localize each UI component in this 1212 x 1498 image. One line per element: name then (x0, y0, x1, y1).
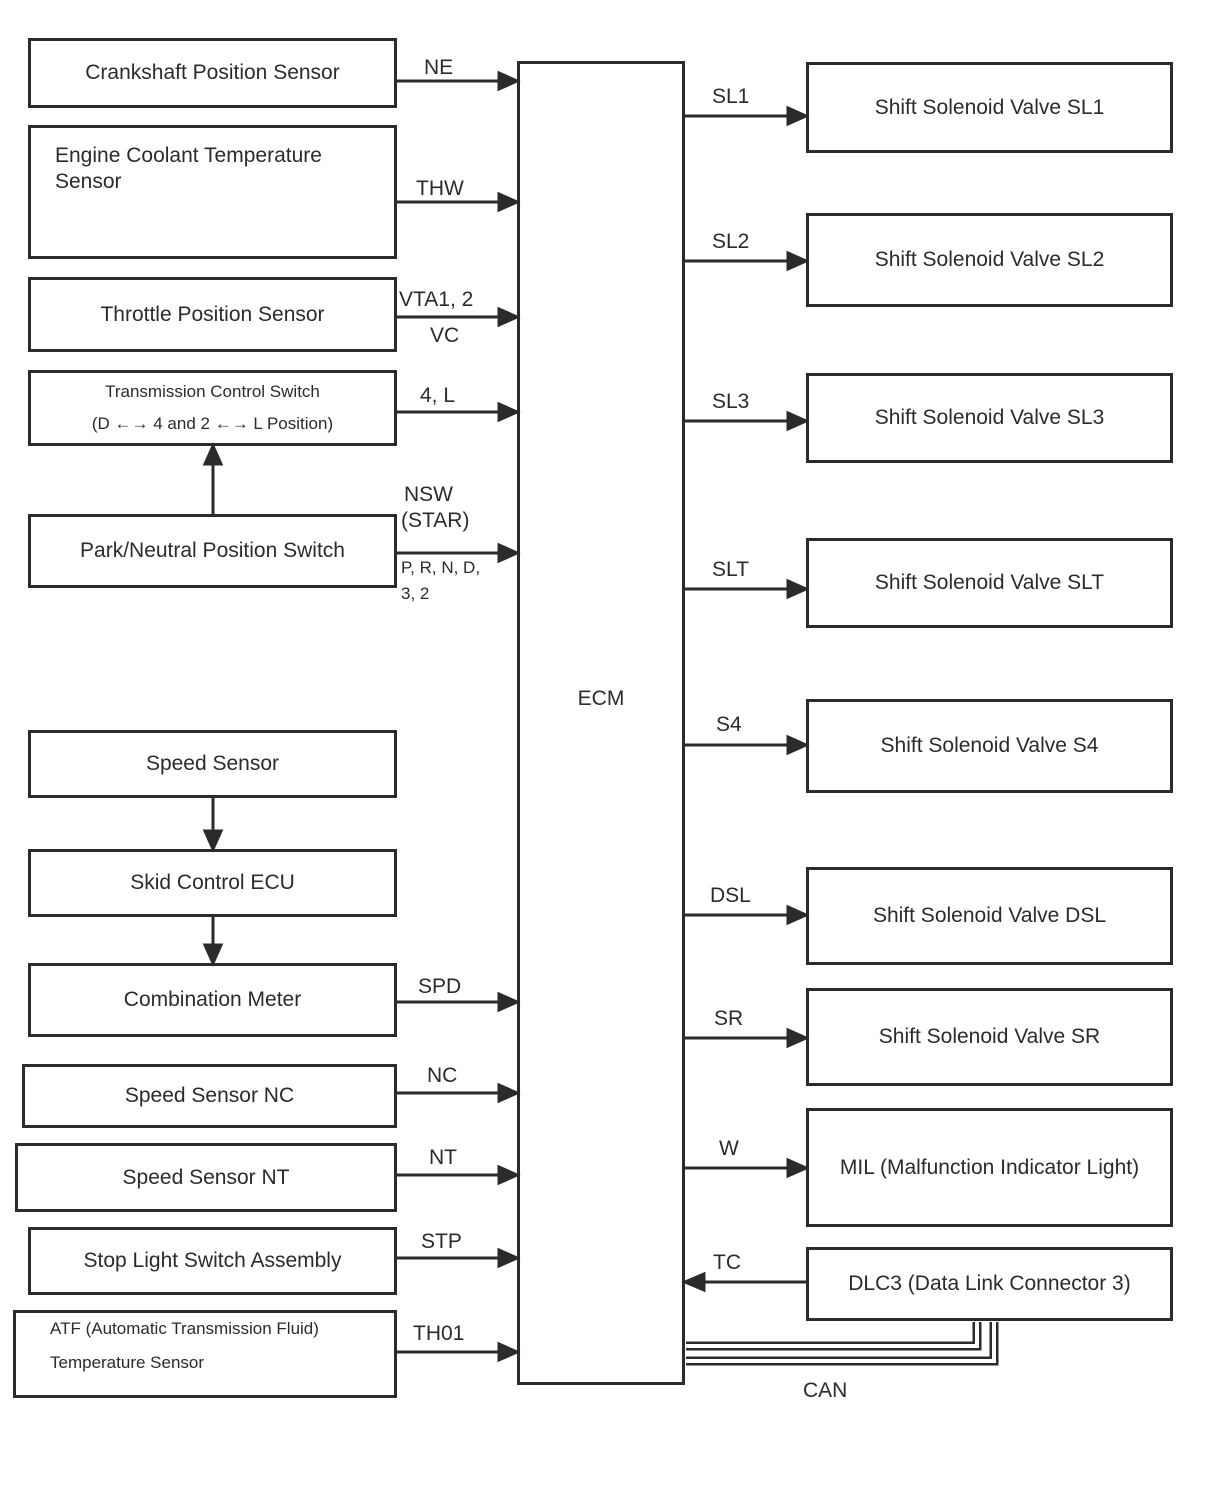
wire-s4 (685, 734, 810, 756)
pin-label-sl3: SL3 (712, 390, 750, 413)
pin-label-ne: NE (424, 56, 454, 79)
wire-sr (685, 1027, 810, 1049)
node-label: Shift Solenoid Valve S4 (880, 734, 1099, 757)
pin-label-slt: SLT (712, 558, 749, 581)
wire-dsl (685, 904, 810, 926)
node-shift-solenoid-valve-sl3: Shift Solenoid Valve SL3 (806, 373, 1173, 463)
node-shift-solenoid-valve-sr: Shift Solenoid Valve SR (806, 988, 1173, 1086)
node-label: Skid Control ECU (130, 871, 295, 894)
node-shift-solenoid-valve-slt: Shift Solenoid Valve SLT (806, 538, 1173, 628)
wire-slt (685, 578, 810, 600)
node-label: Crankshaft Position Sensor (85, 61, 340, 84)
pin-label-nsw: NSW (404, 483, 453, 506)
node-shift-solenoid-valve-sl2: Shift Solenoid Valve SL2 (806, 213, 1173, 307)
pin-label-prnd: P, R, N, D, (401, 558, 481, 577)
wire-w (685, 1157, 810, 1179)
node-shift-solenoid-valve-s4: Shift Solenoid Valve S4 (806, 699, 1173, 793)
pin-label-vta: VTA1, 2 (399, 288, 474, 311)
node-label-line2: Temperature Sensor (50, 1353, 205, 1372)
pin-label-32: 3, 2 (401, 584, 430, 603)
node-label-line2: (D ←→ 4 and 2 ←→ L Position) (91, 414, 334, 433)
node-atf-temperature-sensor: ATF (Automatic Transmission Fluid) Tempe… (13, 1310, 397, 1398)
node-speed-sensor: Speed Sensor (28, 730, 397, 798)
node-mil-malfunction-indicator-light: MIL (Malfunction Indicator Light) (806, 1108, 1173, 1227)
pin-label-nt: NT (429, 1146, 457, 1169)
node-label: Shift Solenoid Valve SR (878, 1025, 1101, 1048)
node-label-line1: Transmission Control Switch (105, 382, 320, 401)
node-label: Shift Solenoid Valve SL2 (874, 248, 1105, 271)
node-stop-light-switch-assembly: Stop Light Switch Assembly (28, 1227, 397, 1295)
wire-tc (681, 1271, 806, 1293)
node-label-line1: ATF (Automatic Transmission Fluid) (50, 1319, 319, 1338)
wire-park-to-transmission (202, 442, 224, 514)
node-skid-control-ecu: Skid Control ECU (28, 849, 397, 917)
wire-th01 (397, 1341, 521, 1363)
pin-label-th01: TH01 (413, 1322, 465, 1345)
pin-label-dsl: DSL (710, 884, 751, 907)
node-label-line1: Engine Coolant Temperature (55, 144, 322, 167)
pin-label-tc: TC (713, 1251, 741, 1274)
node-speed-sensor-nt: Speed Sensor NT (15, 1143, 397, 1212)
pin-label-sl2: SL2 (712, 230, 750, 253)
ecm-label: ECM (577, 687, 625, 710)
pin-label-nc: NC (427, 1064, 458, 1087)
wire-ne (397, 70, 521, 92)
wire-nt (397, 1164, 521, 1186)
pin-label-sr: SR (714, 1007, 744, 1030)
node-label-line2: Sensor (55, 170, 122, 193)
node-label: Combination Meter (123, 988, 302, 1011)
node-label: Shift Solenoid Valve SL1 (874, 95, 1105, 119)
wire-speed-to-skid (202, 798, 224, 853)
wire-sl3 (685, 410, 810, 432)
node-combination-meter: Combination Meter (28, 963, 397, 1037)
node-label: Throttle Position Sensor (100, 302, 325, 326)
pin-label-spd: SPD (418, 975, 462, 998)
wire-skid-to-combination (202, 917, 224, 967)
can-bus (686, 1322, 999, 1366)
node-ecm (517, 61, 685, 1385)
pin-label-vc: VC (430, 324, 460, 347)
node-label: Park/Neutral Position Switch (80, 539, 345, 562)
wire-sl1 (685, 105, 810, 127)
node-label: Speed Sensor NT (122, 1165, 290, 1189)
node-engine-coolant-temperature-sensor: Engine Coolant Temperature Sensor (28, 125, 397, 259)
node-speed-sensor-nc: Speed Sensor NC (22, 1064, 397, 1128)
node-label: MIL (Malfunction Indicator Light) (839, 1155, 1140, 1179)
node-label: Stop Light Switch Assembly (83, 1249, 342, 1272)
pin-label-sl1: SL1 (712, 85, 750, 108)
wire-sl2 (685, 250, 810, 272)
pin-label-star: (STAR) (401, 509, 470, 532)
pin-label-thw: THW (416, 177, 464, 200)
node-label: Speed Sensor NC (124, 1084, 295, 1107)
node-label: Shift Solenoid Valve SLT (874, 571, 1105, 594)
node-transmission-control-switch: Transmission Control Switch (D ←→ 4 and … (28, 370, 397, 446)
can-bus-label: CAN (803, 1379, 848, 1402)
wire-4l (397, 401, 521, 423)
node-crankshaft-position-sensor: Crankshaft Position Sensor (28, 38, 397, 108)
node-throttle-position-sensor: Throttle Position Sensor (28, 277, 397, 352)
pin-label-stp: STP (421, 1230, 462, 1253)
node-shift-solenoid-valve-dsl: Shift Solenoid Valve DSL (806, 867, 1173, 965)
pin-label-s4: S4 (716, 713, 742, 736)
node-shift-solenoid-valve-sl1: Shift Solenoid Valve SL1 (806, 62, 1173, 153)
pin-label-4l: 4, L (420, 384, 456, 407)
node-dlc3-data-link-connector: DLC3 (Data Link Connector 3) (806, 1247, 1173, 1321)
pin-label-w: W (719, 1137, 739, 1160)
node-park-neutral-position-switch: Park/Neutral Position Switch (28, 514, 397, 588)
node-label: Shift Solenoid Valve DSL (872, 904, 1107, 927)
node-label: DLC3 (Data Link Connector 3) (848, 1272, 1131, 1295)
node-label: Speed Sensor (145, 752, 280, 775)
node-label: Shift Solenoid Valve SL3 (874, 406, 1105, 429)
